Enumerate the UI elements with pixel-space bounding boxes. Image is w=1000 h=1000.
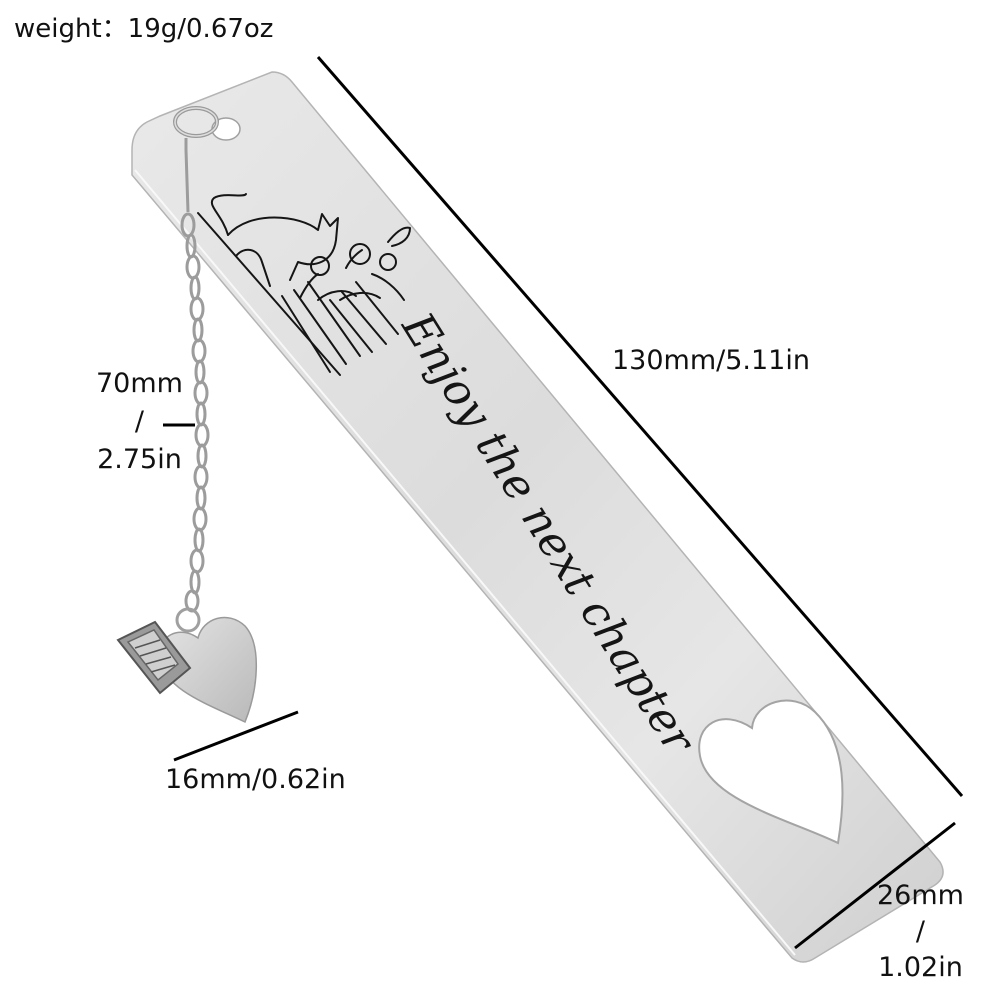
length-dimension-line xyxy=(316,56,964,797)
charm-dimension-line xyxy=(173,710,299,762)
charm-size-label: 16mm/0.62in xyxy=(165,764,346,795)
charm-ring xyxy=(175,607,201,633)
length-label: 130mm/5.11in xyxy=(612,345,810,376)
jump-ring xyxy=(173,106,219,138)
width-separator: / xyxy=(915,916,926,947)
cat-books-engraving xyxy=(197,193,411,376)
weight-label: weight：19g/0.67oz xyxy=(14,14,274,44)
width-label: 26mm / 1.02in xyxy=(877,878,964,986)
width-in: 1.02in xyxy=(878,952,963,983)
chain xyxy=(180,212,210,613)
chain-length-label: 70mm / 2.75in xyxy=(96,365,183,479)
chain-length-mm: 70mm xyxy=(96,368,183,399)
heart-charm xyxy=(158,616,258,724)
heart-cutout xyxy=(698,699,844,845)
width-mm: 26mm xyxy=(877,880,964,911)
chain-length-in: 2.75in xyxy=(97,444,182,475)
chain-length-separator: / xyxy=(134,406,145,437)
width-dimension-line xyxy=(794,821,956,950)
book-charm xyxy=(116,620,192,695)
